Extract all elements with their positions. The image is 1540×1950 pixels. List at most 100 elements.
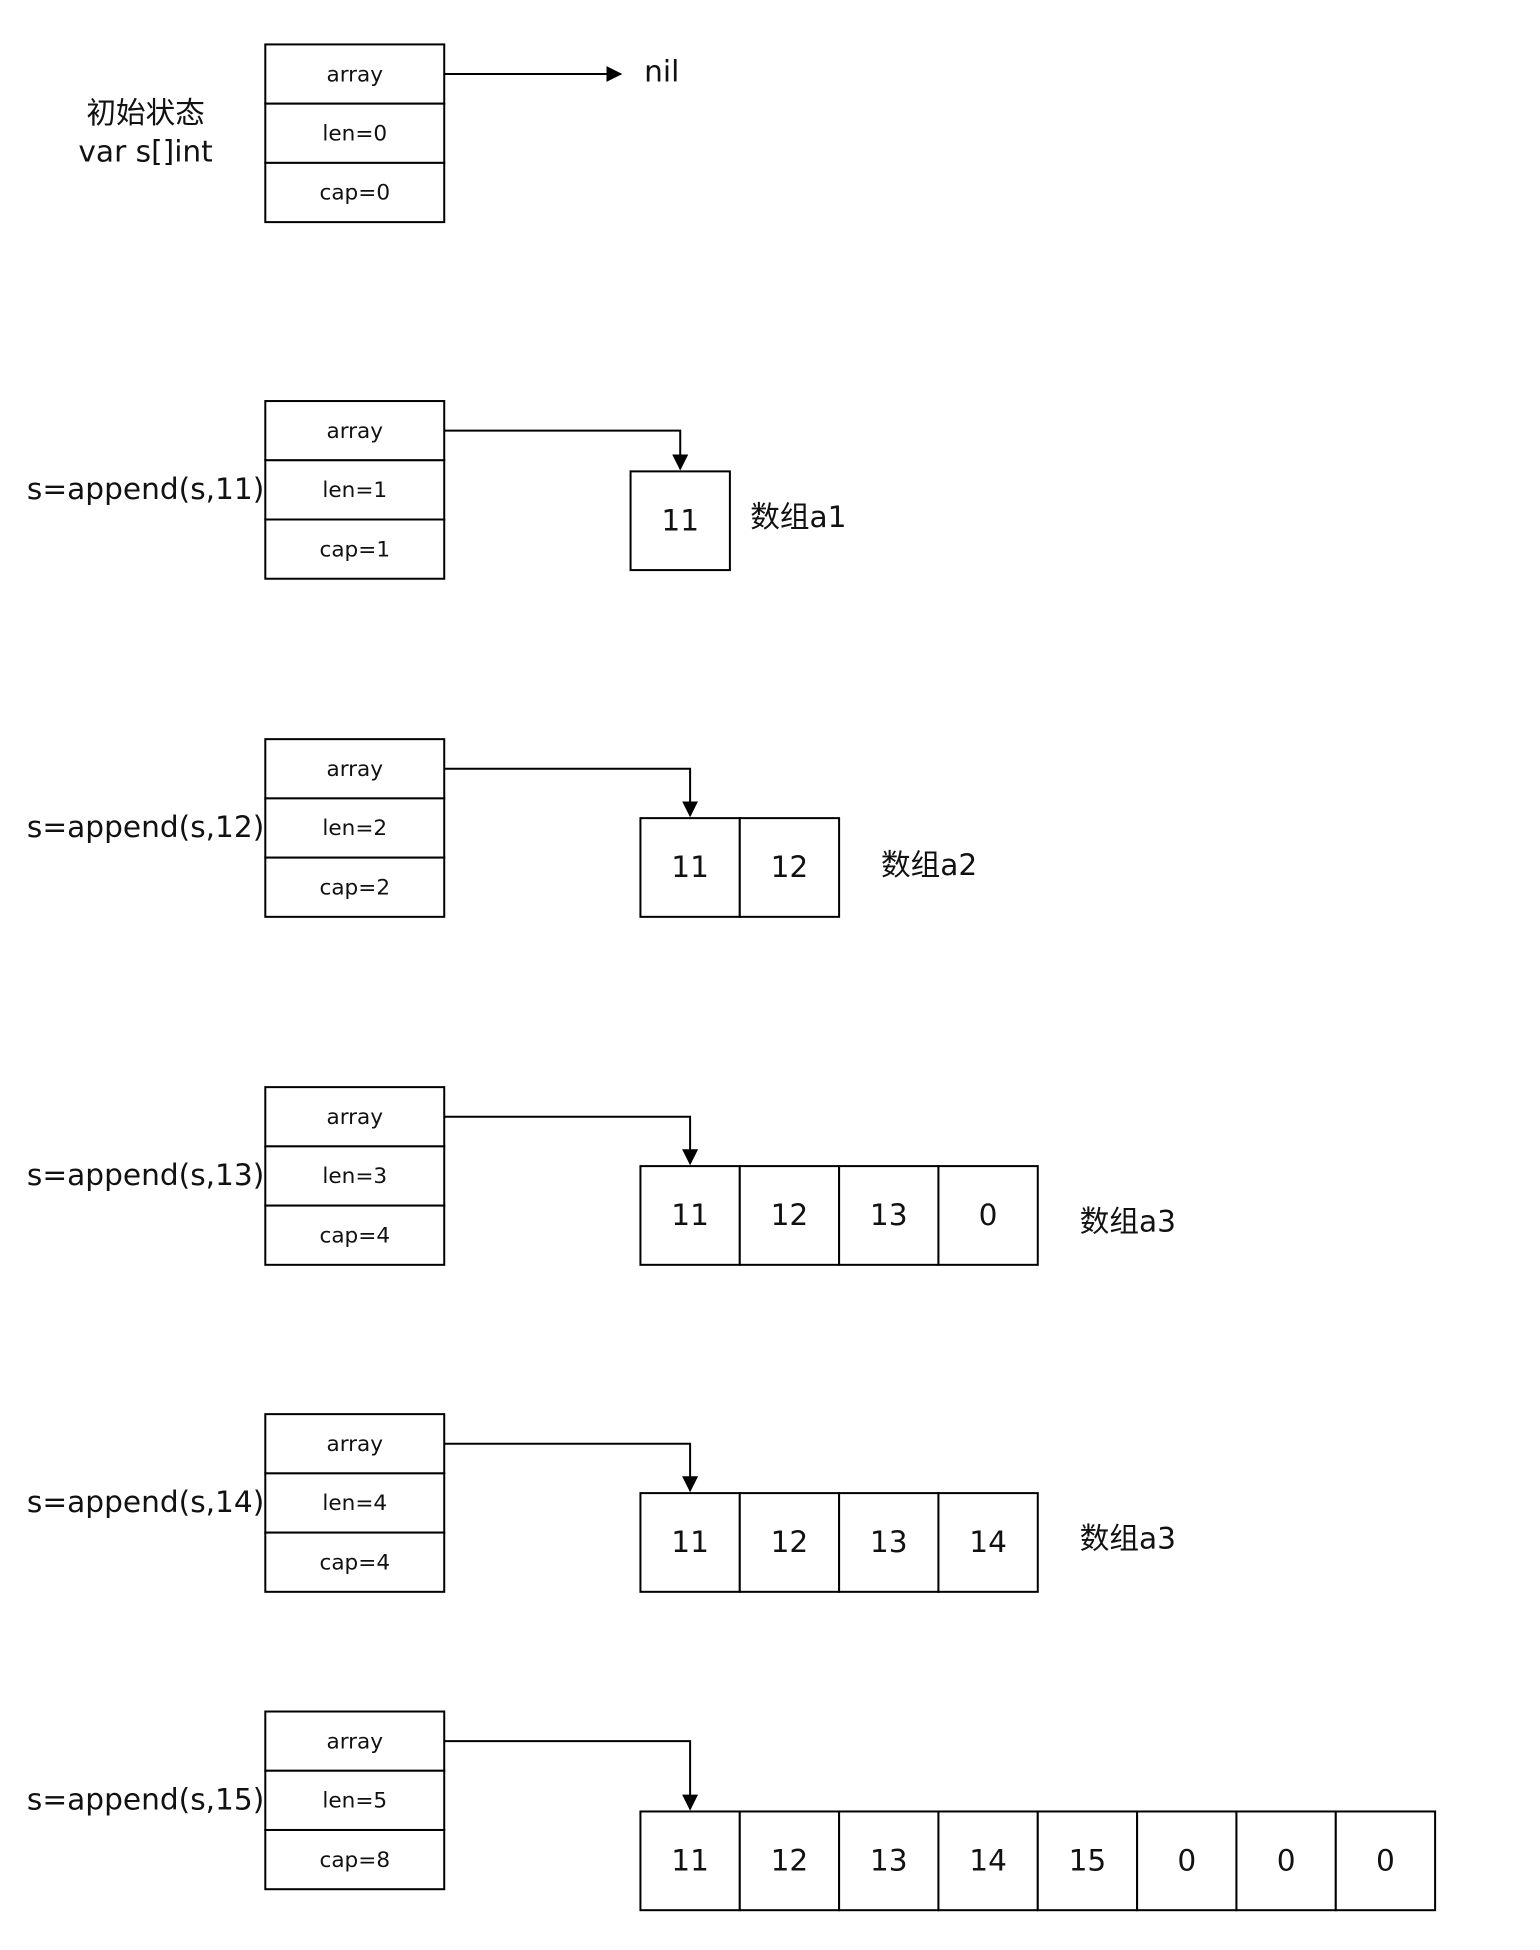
- slice-header-field-box: [264, 459, 446, 521]
- slice-header-field-box: [264, 797, 446, 859]
- array-cell-value: 11: [671, 850, 709, 884]
- slice-header-field-array: array: [326, 1105, 383, 1130]
- array-cell-box: [838, 1165, 940, 1266]
- array-cell-value: 11: [671, 1198, 709, 1232]
- slice-header-field-box: [264, 1828, 446, 1891]
- array-cell-box: [639, 1492, 741, 1593]
- array-name-label: 数组a3: [1080, 1522, 1176, 1556]
- slice-header-field-array: array: [326, 1729, 383, 1754]
- array-cell-value: 15: [1069, 1844, 1107, 1878]
- slice-header: array len=2 cap=2: [264, 738, 446, 918]
- slice-header: array len=0 cap=0: [264, 43, 446, 224]
- array-name-label: 数组a1: [750, 500, 846, 534]
- array-cell-value: 14: [969, 1525, 1007, 1559]
- array-cell-value: 12: [771, 1844, 809, 1878]
- slice-header-field-box: [264, 856, 446, 918]
- row-label-line: var s[]int: [78, 134, 212, 168]
- array-cell-box: [738, 1492, 841, 1593]
- array-cell-value: 0: [1376, 1844, 1395, 1878]
- array-cell-box: [738, 1165, 841, 1266]
- array-cell-box: [937, 1492, 1039, 1593]
- array-cell-box: [1334, 1810, 1437, 1912]
- row-label-line: s=append(s,12): [27, 809, 264, 843]
- slice-header-field-box: [264, 1769, 446, 1831]
- pointer-arrow: [444, 1442, 699, 1493]
- slice-header: array len=4 cap=4: [264, 1413, 446, 1593]
- array-cell-value: 12: [771, 850, 809, 884]
- row-label: s=append(s,11): [27, 471, 264, 505]
- slice-header-field-len: len=1: [322, 478, 387, 503]
- array-name-label: 数组a3: [1080, 1204, 1176, 1238]
- slice-header-field-len: len=5: [322, 1789, 387, 1814]
- array-cell-value: 13: [870, 1525, 908, 1559]
- row-label: s=append(s,14): [27, 1484, 264, 1518]
- slice-header-field-box: [264, 1204, 446, 1266]
- slice-header: array len=5 cap=8: [264, 1710, 446, 1891]
- row-label-line: s=append(s,13): [27, 1157, 264, 1191]
- array-name-label: 数组a2: [881, 848, 977, 882]
- pointer-arrow: [444, 1740, 699, 1811]
- slice-header-field-array: array: [326, 1432, 383, 1457]
- pointer-arrow: [444, 767, 699, 818]
- slice-header-field-array: array: [326, 419, 383, 444]
- slice-header-field-box: [264, 43, 446, 105]
- row-label-line: s=append(s,15): [27, 1782, 264, 1816]
- slice-header-field-cap: cap=0: [319, 181, 390, 206]
- slice-header-field-len: len=3: [322, 1164, 387, 1189]
- slice-header-field-cap: cap=2: [319, 875, 390, 900]
- slice-header-field-array: array: [326, 62, 383, 87]
- row-label: s=append(s,15): [27, 1782, 264, 1816]
- slice-header-field-len: len=2: [322, 816, 387, 841]
- slice-header-field-len: len=4: [322, 1491, 387, 1516]
- slice-header-field-box: [264, 1710, 446, 1772]
- array-cell-value: 13: [870, 1198, 908, 1232]
- slice-header-field-box: [264, 1145, 446, 1207]
- array-cell-value: 11: [671, 1844, 709, 1878]
- array-cell-box: [738, 817, 841, 918]
- slice-header-field-box: [264, 102, 446, 164]
- diagram-root: 初始状态 var s[]int array len=0 cap=0 nil s=append…: [27, 43, 1437, 1912]
- array-cell-box: [838, 1810, 940, 1912]
- slice-header-field-cap: cap=4: [319, 1550, 390, 1575]
- row-label-line: 初始状态: [86, 96, 204, 130]
- array-cell-value: 14: [969, 1844, 1007, 1878]
- slice-header-field-box: [264, 1086, 446, 1148]
- backing-array: 11 12 13 14 15 0 0 0: [639, 1810, 1437, 1912]
- backing-array: 11 12: [639, 817, 841, 918]
- slice-header-field-cap: cap=8: [319, 1848, 390, 1873]
- array-cell-value: 12: [771, 1525, 809, 1559]
- slice-header-field-len: len=0: [322, 122, 387, 147]
- row-2: s=append(s,12) array len=2 cap=2 11 12 数组a2: [27, 738, 977, 918]
- array-cell-value: 0: [1177, 1844, 1196, 1878]
- array-cell-box: [738, 1810, 841, 1912]
- slice-header-field-cap: cap=1: [319, 537, 390, 562]
- array-cell-value: 11: [671, 1525, 709, 1559]
- row-0: 初始状态 var s[]int array len=0 cap=0 nil: [78, 43, 679, 224]
- row-4: s=append(s,14) array len=4 cap=4 11 12 13 14 数组a…: [27, 1413, 1176, 1593]
- slice-header-field-box: [264, 1531, 446, 1593]
- nil-target: nil: [644, 54, 679, 88]
- array-cell-value: 0: [1277, 1844, 1296, 1878]
- slice-header-field-box: [264, 518, 446, 580]
- row-label-line: s=append(s,14): [27, 1484, 264, 1518]
- pointer-arrow: [444, 1115, 699, 1166]
- array-cell-value: 12: [771, 1198, 809, 1232]
- array-cell-box: [1136, 1810, 1238, 1912]
- backing-array: 11 12 13 14: [639, 1492, 1039, 1593]
- row-label: s=append(s,12): [27, 809, 264, 843]
- array-cell-box: [1036, 1810, 1139, 1912]
- pointer-arrow: [444, 429, 689, 471]
- array-cell-box: [937, 1810, 1039, 1912]
- row-label: 初始状态 var s[]int: [78, 96, 212, 168]
- slice-header-field-cap: cap=4: [319, 1223, 390, 1248]
- slice-header-field-array: array: [326, 757, 383, 782]
- slice-header: array len=1 cap=1: [264, 400, 446, 580]
- row-label-line: s=append(s,11): [27, 471, 264, 505]
- row-5: s=append(s,15) array len=5 cap=8 11 12 13 14 15 0…: [27, 1710, 1437, 1912]
- array-cell-box: [937, 1165, 1039, 1266]
- slice-header: array len=3 cap=4: [264, 1086, 446, 1266]
- array-cell-value: 13: [870, 1844, 908, 1878]
